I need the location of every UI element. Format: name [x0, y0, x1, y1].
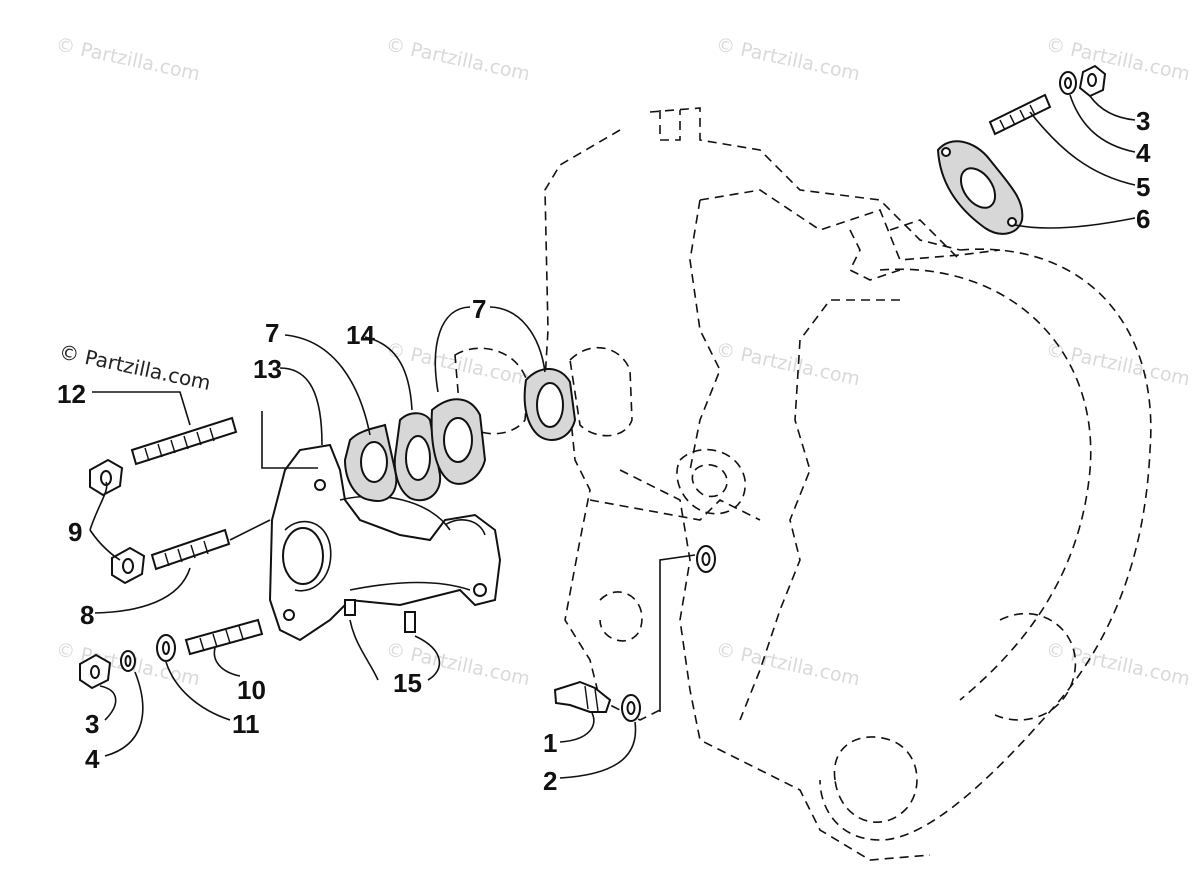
callout-11: 11: [232, 709, 260, 739]
callout-7: 7: [265, 318, 279, 348]
watermark: © Partzilla.com: [714, 638, 862, 690]
callout-15: 15: [393, 668, 422, 698]
callout-13: 13: [253, 354, 282, 384]
hardware: [79, 64, 1107, 722]
callout-9: 9: [68, 517, 82, 547]
callout-12: 12: [57, 379, 86, 409]
watermark-layer: © Partzilla.com © Partzilla.com © Partzi…: [54, 33, 1192, 690]
callout-14: 14: [346, 320, 375, 350]
callout-6: 6: [1136, 204, 1150, 234]
callout-2: 2: [543, 766, 557, 796]
callout-4: 4: [1136, 138, 1151, 168]
exhaust-manifold: [268, 443, 502, 642]
callout-5: 5: [1136, 172, 1150, 202]
callout-1: 1: [543, 728, 557, 758]
callout-labels: 3 4 5 6 7 7 14 13 12 9 8 10 11 15 3 4 1 …: [57, 106, 1151, 796]
callout-7: 7: [472, 294, 486, 324]
watermark: © Partzilla.com: [384, 338, 532, 390]
watermark: © Partzilla.com: [384, 33, 532, 85]
callout-4: 4: [85, 744, 100, 774]
engine-outline: [544, 107, 1152, 861]
watermark: © Partzilla.com: [1044, 638, 1192, 690]
callout-3: 3: [85, 709, 99, 739]
manifold-gaskets: [343, 368, 577, 502]
watermark: © Partzilla.com: [1044, 338, 1192, 390]
watermark: © Partzilla.com: [714, 338, 862, 390]
callout-3: 3: [1136, 106, 1150, 136]
callout-10: 10: [237, 675, 266, 705]
watermark: © Partzilla.com: [54, 33, 202, 85]
leader-lines: [89, 94, 1136, 779]
flange-gasket: [936, 140, 1024, 235]
callout-8: 8: [80, 600, 94, 630]
watermark: © Partzilla.com: [714, 33, 862, 85]
